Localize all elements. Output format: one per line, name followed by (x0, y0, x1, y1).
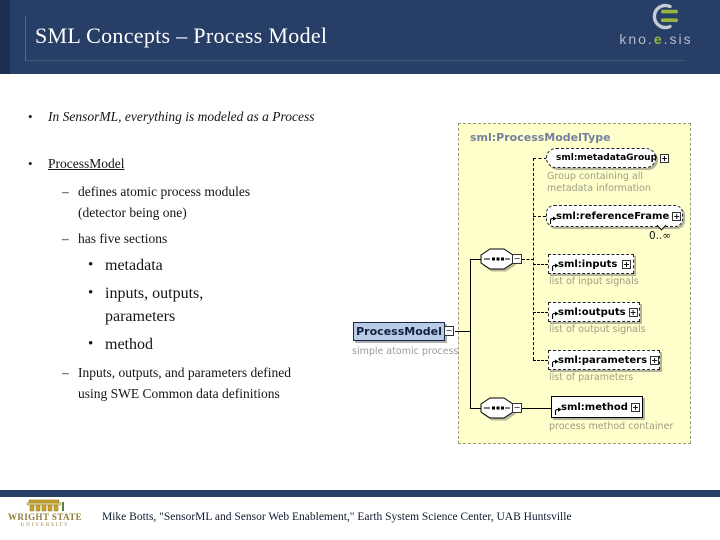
sub-sub-bullet-text: inputs, outputs, parameters (105, 285, 204, 325)
sub-sub-bullet-text: metadata (105, 257, 163, 274)
outputs-node: sml:outputs + (548, 302, 640, 322)
sub-bullet-text: defines atomic process modules (detector… (78, 184, 251, 220)
title-underline (25, 60, 685, 61)
sub-sub-bullet-item: • method (88, 333, 358, 356)
expand-icon: + (660, 153, 670, 163)
sequence-icon (480, 397, 514, 419)
element-description: list of input signals (549, 276, 639, 287)
parameters-node: sml:parameters + (548, 350, 660, 370)
connector-line (522, 259, 534, 260)
bullet-item: • In SensorML, everything is modeled as … (28, 106, 358, 127)
collapse-icon: − (512, 403, 522, 413)
element-label: sml:outputs (558, 306, 626, 318)
element-description: process method container (549, 421, 674, 432)
wright-state-building-icon (26, 499, 64, 512)
metadatagroup-node: sml:metadataGroup + (546, 148, 670, 168)
connector-line (455, 331, 470, 332)
dash-glyph: – (62, 184, 69, 199)
schema-panel-title: sml:ProcessModelType (470, 131, 611, 144)
referenceframe-node: sml:referenceFrame + (546, 205, 683, 227)
method-node: sml:method + (551, 396, 643, 418)
reference-arrow-icon (551, 263, 559, 271)
sub-bullet-text: Inputs, outputs, and parameters defined … (78, 365, 291, 401)
knoesis-logo-text: kno.e.sis (600, 31, 712, 47)
bullet-glyph: • (28, 156, 33, 171)
reference-arrow-icon (549, 216, 557, 224)
bullet-item: • ProcessModel (28, 153, 358, 174)
knoesis-logo: kno.e.sis (600, 3, 712, 47)
connector-line (470, 259, 471, 409)
bullet-text: ProcessModel (48, 156, 125, 171)
schema-panel (458, 123, 691, 444)
element-label: sml:inputs (558, 258, 618, 270)
expand-icon: + (628, 307, 638, 317)
sequence-icon (480, 248, 514, 270)
logo-e: e (653, 31, 664, 47)
sub-bullet-text: has five sections (78, 231, 168, 246)
slide-title: SML Concepts – Process Model (35, 23, 328, 48)
reference-arrow-icon (551, 311, 559, 319)
expand-icon: + (631, 402, 640, 412)
collapse-icon: − (444, 326, 454, 336)
expand-icon: + (622, 259, 631, 269)
dash-glyph: – (62, 231, 69, 246)
bullet-list: • In SensorML, everything is modeled as … (28, 106, 358, 409)
inputs-node: sml:inputs + (548, 254, 634, 274)
bullet-glyph: • (88, 285, 94, 301)
sub-sub-bullet-text: method (105, 336, 153, 353)
university-name: WRIGHT STATE (7, 512, 83, 522)
wright-state-logo: WRIGHT STATE UNIVERSITY (6, 499, 84, 529)
collapse-icon: − (512, 254, 522, 264)
processmodel-node: ProcessModel (353, 322, 445, 341)
element-label: sml:metadataGroup (556, 153, 658, 163)
bullet-text: In SensorML, everything is modeled as a … (48, 109, 315, 124)
connector-line (533, 158, 534, 360)
element-label: sml:referenceFrame (556, 210, 670, 222)
element-label: sml:method (561, 401, 628, 413)
sub-sub-bullet-item: • inputs, outputs, parameters (88, 282, 358, 328)
sub-bullet-item: – has five sections (62, 228, 358, 249)
element-description: list of parameters (549, 372, 634, 383)
element-description: Group containing all metadata informatio… (547, 171, 651, 194)
bullet-glyph: • (88, 257, 94, 273)
citation-text: Mike Botts, "SensorML and Sensor Web Ena… (102, 511, 572, 523)
reference-arrow-icon (554, 407, 562, 415)
expand-icon: + (650, 355, 660, 365)
sub-sub-bullet-list: • metadata • inputs, outputs, parameters… (88, 254, 358, 356)
bullet-glyph: • (28, 109, 33, 124)
sub-bullet-item: – Inputs, outputs, and parameters define… (62, 362, 358, 404)
connector-line (533, 264, 548, 265)
title-bar: SML Concepts – Process Model kno.e.sis (0, 0, 720, 74)
connector-line (470, 408, 482, 409)
title-bar-accent (0, 0, 10, 74)
processmodel-caption: simple atomic process (352, 346, 459, 357)
knoesis-logo-icon (652, 3, 678, 30)
cardinality-label: 0..∞ (649, 230, 672, 242)
connector-line (522, 408, 551, 409)
element-description: list of output signals (549, 324, 646, 335)
logo-kno: kno. (619, 31, 654, 47)
sub-bullet-item: – defines atomic process modules (detect… (62, 181, 358, 223)
bullet-glyph: • (88, 336, 94, 352)
reference-arrow-icon (551, 359, 559, 367)
expand-icon: + (672, 211, 682, 221)
footer-divider-bar (0, 490, 720, 497)
university-subname: UNIVERSITY (20, 522, 70, 528)
title-placeholder-edge (25, 16, 26, 60)
connector-line (533, 216, 546, 217)
dash-glyph: – (62, 365, 69, 380)
connector-line (533, 360, 548, 361)
element-label: sml:parameters (558, 354, 648, 366)
sub-sub-bullet-item: • metadata (88, 254, 358, 277)
connector-line (533, 158, 547, 159)
connector-line (470, 259, 482, 260)
connector-line (533, 312, 548, 313)
logo-sis: .sis (663, 31, 693, 47)
